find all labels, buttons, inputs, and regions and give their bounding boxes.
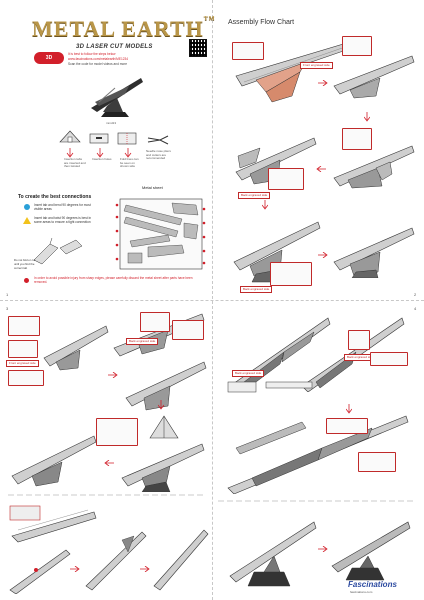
fascinations-url[interactable]: fascinations.com	[350, 590, 373, 594]
step-12-diagram	[9, 505, 97, 543]
flow-arrow-down-3	[158, 400, 164, 410]
flow-arrow-right-6	[318, 546, 328, 552]
warning-dot-icon	[24, 278, 29, 283]
brand-line-3: Scan the code for model videos and more	[68, 62, 128, 66]
callout-front-engraved-2: Front engraved side	[6, 360, 39, 367]
callout-back-engraved-1: Back engraved side	[238, 192, 271, 199]
step-9-diagram	[125, 361, 207, 411]
metal-sheet-title: Metal sheet	[142, 185, 163, 190]
flow-arrow-right-4	[70, 566, 80, 572]
callout-back-engraved-5: Back engraved side	[232, 370, 265, 377]
flow-arrow-right-2	[318, 252, 328, 258]
step-2-diagram	[333, 55, 415, 99]
tool-caption-3: Fold lines can be seen on shown side	[120, 157, 139, 169]
flow-arrow-down-4	[346, 404, 352, 414]
badge-3d: 3D	[34, 52, 64, 64]
step-2-inset	[342, 36, 372, 56]
tool-caption-4: Needle nose pliers and cutters are recom…	[146, 149, 171, 161]
page-number-2: 2	[414, 292, 417, 297]
step-7c-inset	[8, 370, 44, 386]
tip-1: Insert tab and bend 90 degrees for most …	[34, 203, 91, 211]
step-13-diagram	[9, 549, 71, 594]
step-18b-inset	[358, 452, 396, 472]
metal-sheet-image	[115, 198, 206, 270]
qr-code-icon[interactable]	[189, 39, 207, 57]
flow-chart-title: Assembly Flow Chart	[228, 19, 295, 26]
step-7-diagram	[43, 325, 109, 371]
model-caption: mmd13	[106, 121, 117, 125]
fold-line-icon	[117, 132, 137, 145]
step-4-inset	[268, 168, 304, 190]
tip-3: Do not fold or cut until you find the co…	[14, 258, 36, 270]
stand-part-diagram	[149, 415, 179, 439]
step-3-diagram	[333, 145, 415, 189]
step-8b-inset	[172, 320, 204, 340]
warning-triangle-icon	[23, 217, 31, 224]
step-17-inset	[348, 330, 370, 350]
blue-dot-icon	[24, 204, 30, 210]
step-19-diagram	[229, 521, 317, 587]
brand-logo: METAL EARTHTM	[32, 16, 216, 41]
pliers-icon	[147, 135, 169, 145]
flow-arrow-right-5	[140, 566, 150, 572]
step-5-inset	[270, 262, 312, 286]
fascinations-logo: Fascinations	[348, 580, 397, 589]
brand-line-2[interactable]: www.fascinations.com/metalearth/ME1234	[68, 57, 129, 61]
flow-arrow-left-2	[104, 460, 114, 466]
tool-caption-1: Insertion tabs are inserted and then twi…	[64, 157, 86, 169]
page-number-3: 3	[6, 306, 9, 311]
flow-arrow-left-1	[316, 166, 326, 172]
step-8-inset	[140, 312, 170, 332]
step-10-diagram	[11, 435, 97, 487]
tool-caption-2: Insertion holes	[92, 157, 112, 161]
assembled-model-image	[91, 78, 143, 117]
page-number-4: 4	[414, 306, 417, 311]
connections-title: To create the best connections	[18, 194, 92, 200]
insertion-tab-icon	[59, 130, 81, 143]
step-18-inset	[326, 418, 368, 434]
callout-front-engraved-1: Front engraved side	[300, 62, 333, 69]
flow-arrow-right-3	[108, 372, 118, 378]
page-number-1: 1	[6, 292, 9, 297]
part-rail-diagram	[227, 381, 313, 393]
step-15-diagram	[153, 529, 209, 591]
finished-model-diagram	[331, 521, 411, 581]
flow-arrow-down-2	[262, 200, 268, 210]
brand-subtitle: 3D LASER CUT MODELS	[76, 44, 153, 50]
step-7b-inset	[8, 340, 38, 358]
red-arrows	[66, 148, 132, 158]
step-18-diagram	[227, 415, 409, 494]
bend-diagram	[33, 237, 83, 265]
step-6-diagram	[333, 227, 415, 278]
flow-arrow-right-1	[318, 80, 328, 86]
callout-back-engraved-3: Back engraved side	[126, 338, 159, 345]
dashed-separator-left	[8, 494, 204, 496]
trademark: TM	[203, 16, 216, 22]
step-17b-inset	[370, 352, 408, 366]
safety-warning: In order to avoid possible injury from s…	[34, 276, 193, 284]
callout-back-engraved-2: Back engraved side	[240, 286, 273, 293]
step-10-inset	[96, 418, 138, 446]
step-3-inset	[342, 128, 372, 150]
step-14-diagram	[85, 531, 147, 591]
step-11-diagram	[121, 443, 205, 492]
tip-2: Insert tab and twist 90 degrees is best …	[34, 216, 92, 224]
step-1-inset	[232, 42, 264, 60]
insertion-hole-icon	[89, 133, 109, 144]
step-7-inset	[8, 316, 40, 336]
dashed-separator-right	[218, 500, 416, 502]
flow-arrow-down-1	[364, 112, 370, 122]
horizontal-divider	[0, 300, 424, 301]
brand-line-1: It is best to follow the steps below	[68, 52, 116, 56]
